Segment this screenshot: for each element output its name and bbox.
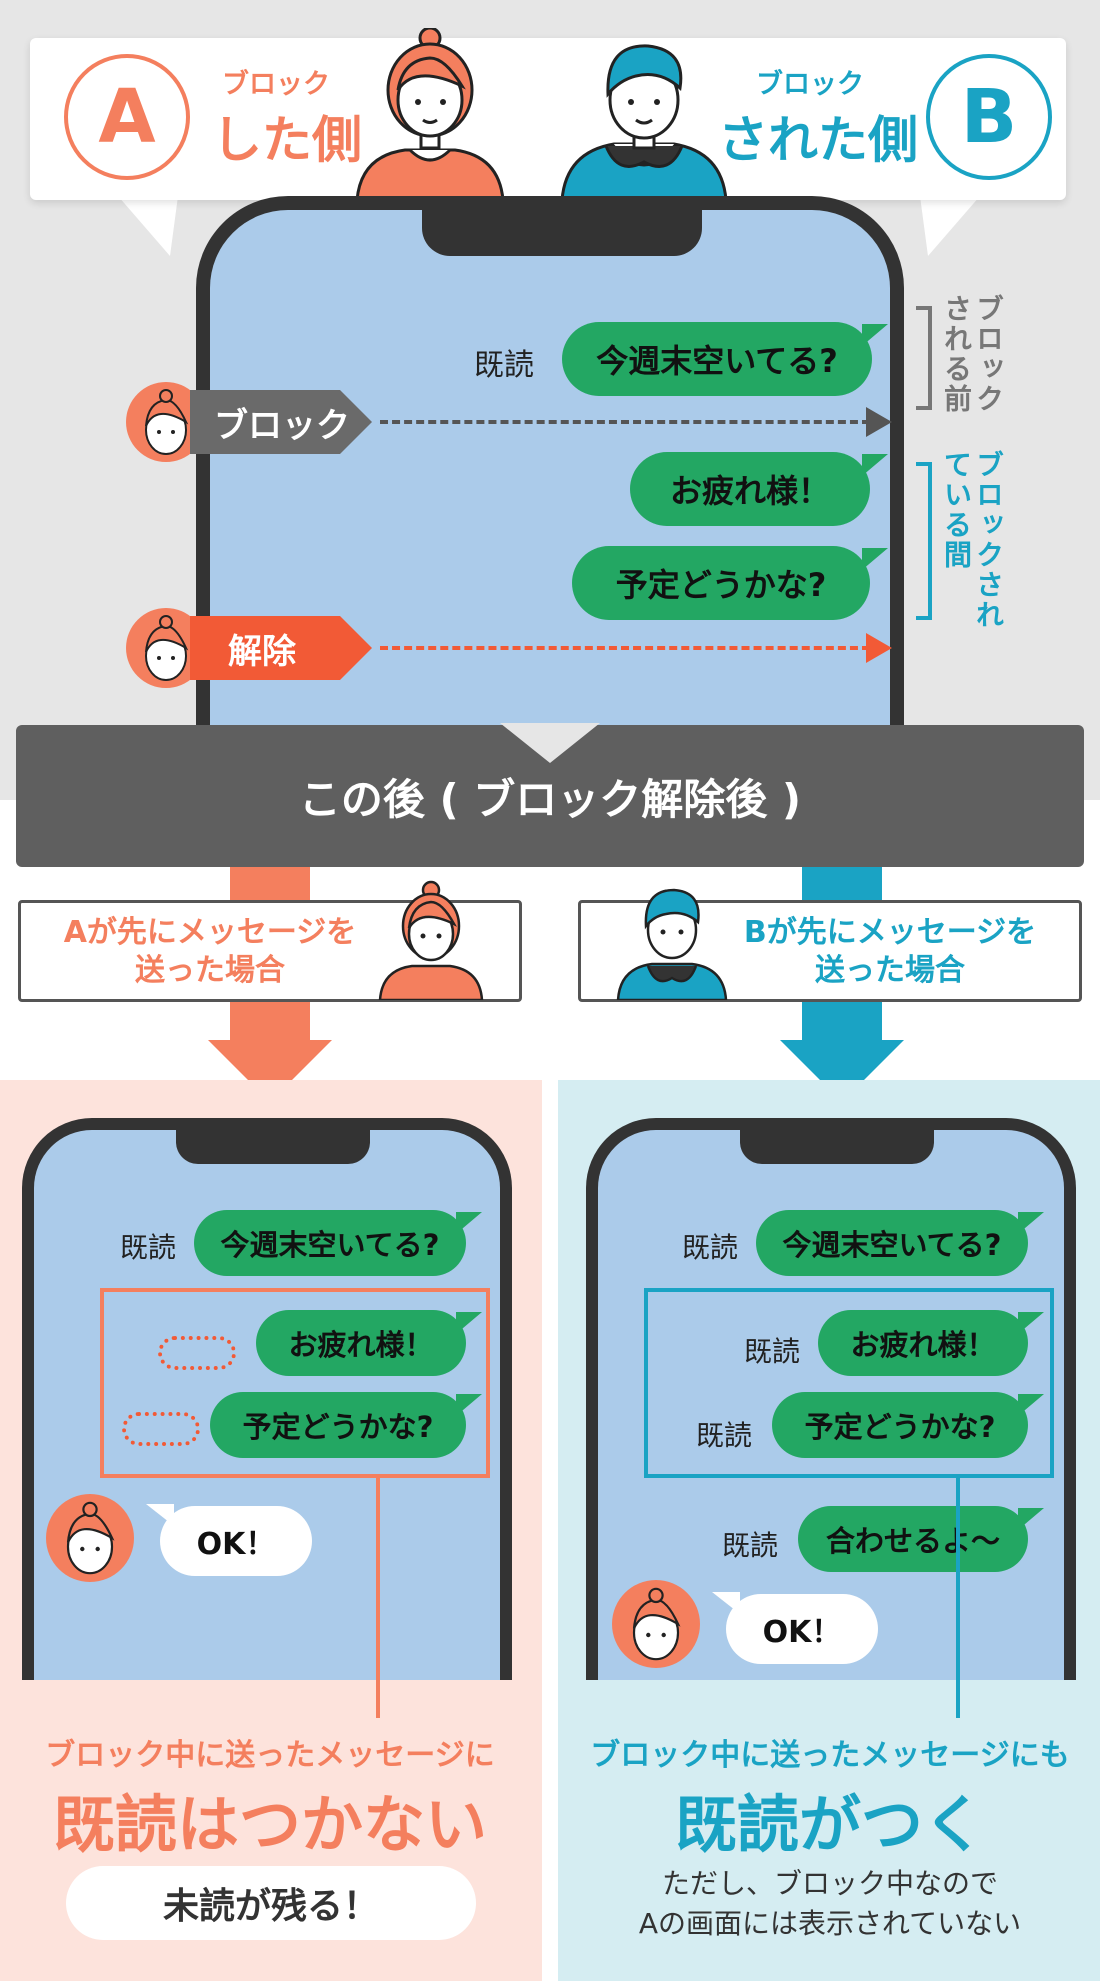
avatar-a-face-icon xyxy=(145,615,189,681)
header-a-main: した側 xyxy=(212,111,362,169)
header-tail-b xyxy=(920,196,980,256)
message-bubble: お疲れ様！ xyxy=(256,1310,466,1376)
case-a-line1: Aが先にメッセージを xyxy=(63,915,357,950)
message-bubble: 予定どうかな? xyxy=(572,546,870,620)
highlight-box-a xyxy=(100,1288,490,1478)
block-label: ブロック xyxy=(214,405,350,446)
side-label-during: ブロックされている間 xyxy=(940,450,1005,630)
read-label: 既読 xyxy=(474,348,534,383)
header-b-sub: ブロック xyxy=(756,69,864,100)
banner-notch xyxy=(500,723,600,763)
bubble-tail xyxy=(1018,1212,1044,1234)
case-a-text: Aが先にメッセージを 送った場合 xyxy=(40,914,380,990)
bracket-before xyxy=(916,306,932,410)
result-b-small: ブロック中に送ったメッセージにも xyxy=(590,1738,1070,1773)
phone-b-notch xyxy=(740,1118,934,1164)
bubble-tail xyxy=(1018,1394,1044,1416)
bubble-tail xyxy=(862,324,888,346)
case-b-line2: 送った場合 xyxy=(815,953,965,988)
badge-a: A xyxy=(64,54,190,180)
bubble-tail xyxy=(456,1212,482,1234)
read-label: 既読 xyxy=(744,1335,801,1368)
avatar-a-face-icon xyxy=(145,389,189,455)
message-bubble: 今週末空いてる? xyxy=(562,322,872,396)
result-b-note-line2: Aの画面には表示されていない xyxy=(638,1907,1022,1940)
highlight-box-b xyxy=(644,1288,1054,1478)
result-b-note: ただし、ブロック中なので Aの画面には表示されていない xyxy=(578,1864,1082,1944)
header-tail-a xyxy=(118,196,178,256)
reply-bubble: OK！ xyxy=(726,1594,878,1664)
block-label-shape xyxy=(190,390,372,454)
reply-bubble: OK！ xyxy=(160,1506,312,1576)
message-bubble: 今週末空いてる? xyxy=(756,1210,1028,1276)
message-bubble: 合わせるよ〜 xyxy=(798,1506,1028,1572)
case-a-person-icon xyxy=(378,880,484,1000)
message-bubble: お疲れ様！ xyxy=(818,1310,1028,1376)
result-a-big: 既読はつかない xyxy=(52,1788,487,1861)
message-bubble: 予定どうかな? xyxy=(772,1392,1028,1458)
unblock-label: 解除 xyxy=(228,631,296,672)
bubble-tail xyxy=(1018,1508,1044,1530)
arrow-stem-b-lower xyxy=(802,1002,882,1042)
read-label: 既読 xyxy=(696,1419,753,1452)
message-bubble: お疲れ様！ xyxy=(630,452,870,526)
result-b-note-line1: ただし、ブロック中なので xyxy=(661,1867,998,1900)
avatar-a xyxy=(46,1494,134,1582)
unblock-label-shape xyxy=(190,616,372,680)
result-a-small: ブロック中に送ったメッセージに xyxy=(45,1738,495,1773)
avatar-a-face-icon xyxy=(632,1587,681,1661)
missing-read-marker xyxy=(158,1336,236,1370)
header-box xyxy=(30,38,1066,200)
header-b-main: された側 xyxy=(718,111,918,169)
bubble-tail xyxy=(862,454,888,476)
connector-line-b xyxy=(956,1478,960,1718)
case-b-text: Bが先にメッセージを 送った場合 xyxy=(720,914,1060,990)
missing-read-marker xyxy=(122,1412,200,1446)
badge-b: B xyxy=(926,54,1052,180)
bracket-during xyxy=(916,462,932,620)
connector-line-a xyxy=(376,1478,380,1718)
message-bubble: 予定どうかな? xyxy=(210,1392,466,1458)
block-dashed-line xyxy=(380,420,870,424)
person-b-illustration xyxy=(560,44,728,200)
bubble-tail xyxy=(1018,1312,1044,1334)
side-label-before: ブロックされる前 xyxy=(940,294,1005,414)
case-b-person-icon xyxy=(616,888,728,1000)
bubble-tail xyxy=(456,1394,482,1416)
bubble-tail xyxy=(862,548,888,570)
phone-a-notch xyxy=(176,1118,370,1164)
avatar-a-face-icon xyxy=(66,1501,115,1575)
arrow-stem-a-lower xyxy=(230,1002,310,1042)
result-b-big: 既読がつく xyxy=(674,1788,985,1861)
unblock-dashed-line xyxy=(380,646,870,650)
unblock-arrowhead xyxy=(866,633,892,663)
header-a-sub: ブロック xyxy=(222,69,330,100)
main-phone-notch xyxy=(422,196,702,256)
message-bubble: 今週末空いてる? xyxy=(194,1210,466,1276)
person-a-illustration xyxy=(355,28,505,200)
avatar-a xyxy=(612,1580,700,1668)
result-a-pill: 未読が残る！ xyxy=(66,1866,476,1940)
bubble-tail xyxy=(456,1312,482,1334)
read-label: 既読 xyxy=(120,1231,177,1264)
read-label: 既読 xyxy=(722,1529,779,1562)
case-b-line1: Bが先にメッセージを xyxy=(743,915,1037,950)
block-arrowhead xyxy=(866,407,892,437)
case-a-line2: 送った場合 xyxy=(135,953,285,988)
read-label: 既読 xyxy=(682,1231,739,1264)
